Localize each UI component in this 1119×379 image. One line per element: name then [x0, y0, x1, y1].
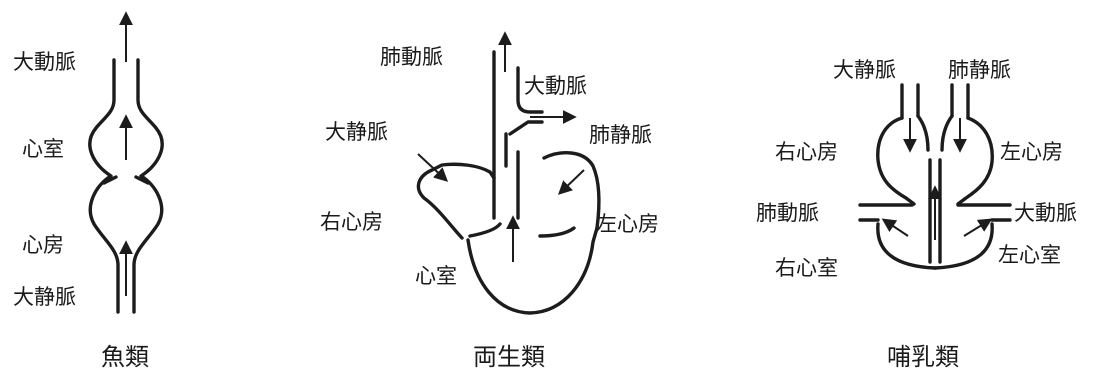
mammal-right-atrium-inner [916, 114, 930, 152]
mammal-vena-cava-vessel [900, 83, 920, 120]
amphibian-arrow-vena-cava [417, 153, 449, 182]
mammal-label-vena-cava: 大静脈 [833, 58, 896, 82]
fish-heart [88, 11, 164, 314]
mammal-septum [928, 158, 942, 264]
mammal-pulmonary-artery-vessel [858, 203, 914, 222]
fish-label-vena-cava: 大静脈 [13, 285, 76, 309]
fish-label-aorta: 大動脈 [13, 50, 76, 74]
amphibian-label-aorta: 大動脈 [524, 74, 587, 98]
amphibian-label-vena-cava: 大静脈 [325, 120, 388, 144]
mammal-left-atrium-outline [956, 116, 994, 206]
fish-outline-right [132, 58, 164, 314]
amphibian-label-pulmonary-artery: 肺動脈 [380, 45, 443, 69]
amphibian-heart [416, 31, 601, 315]
amphibian-caption: 両生類 [473, 343, 545, 371]
mammal-label-right-ventricle: 右心室 [775, 256, 838, 280]
mammal-label-pulmonary-vein: 肺静脈 [948, 58, 1011, 82]
amphibian-left-atrium-outline [542, 151, 601, 230]
mammal-left-ventricle-outline [933, 222, 994, 270]
mammal-left-atrium-inner [940, 114, 954, 152]
fish-caption: 魚類 [101, 343, 149, 371]
amphibian-label-right-atrium: 右心房 [320, 210, 383, 234]
mammal-label-left-ventricle: 左心室 [998, 243, 1061, 267]
mammal-pulmonary-vein-vessel [950, 83, 970, 120]
amphibian-ventricle-outline [466, 226, 599, 315]
mammal-label-aorta: 大動脈 [1014, 201, 1077, 225]
mammal-aorta-vessel [956, 203, 1012, 222]
fish-valve-right [134, 175, 150, 185]
amphibian-left-atrium-inner [538, 226, 576, 238]
fish-label-atrium: 心房 [22, 233, 64, 257]
mammal-label-left-atrium: 左心房 [1000, 140, 1063, 164]
mammal-arrow-aorta [963, 218, 993, 237]
mammal-label-right-atrium: 右心房 [775, 140, 838, 164]
fish-label-ventricle: 心室 [22, 137, 64, 161]
amphibian-right-atrium-outline [416, 162, 496, 240]
amphibian-branch-upper [508, 120, 544, 136]
mammal-right-atrium-outline [876, 116, 916, 206]
fish-outline-left [88, 58, 120, 314]
amphibian-right-atrium-inner [468, 222, 502, 238]
amphibian-label-pulmonary-vein: 肺静脈 [589, 123, 652, 147]
mammal-heart [858, 83, 1012, 270]
amphibian-label-ventricle: 心室 [415, 264, 457, 288]
mammal-arrow-pulmonary-artery [881, 218, 909, 237]
mammal-label-pulmonary-artery: 肺動脈 [756, 201, 819, 225]
amphibian-arrow-pulmonary-vein [557, 169, 585, 195]
amphibian-label-left-atrium: 左心房 [596, 212, 659, 236]
amphibian-trunk-right [516, 66, 544, 114]
mammal-caption: 哺乳類 [887, 343, 959, 371]
mammal-right-ventricle-outline [876, 222, 937, 270]
fish-valve-left [102, 175, 118, 185]
